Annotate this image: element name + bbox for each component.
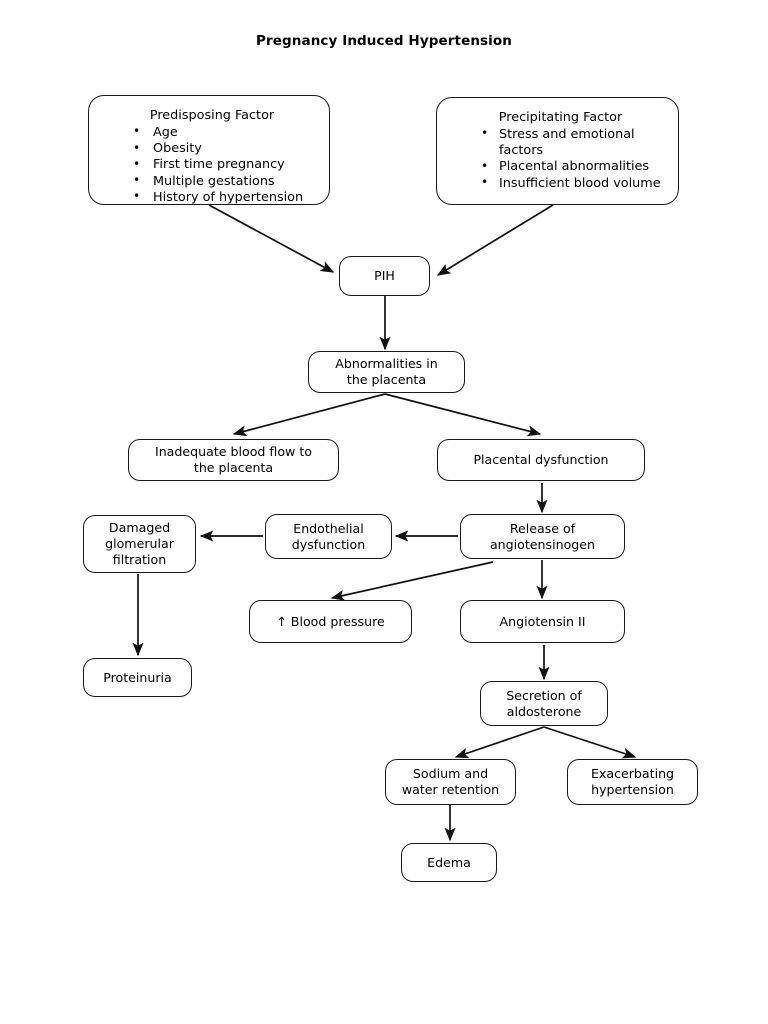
list-item: Placental abnormalities xyxy=(447,159,668,175)
node-endothelial-dysfunction-label: Endothelial dysfunction xyxy=(291,520,366,552)
node-pih-label: PIH xyxy=(374,268,395,284)
edge-abnormalities-to-inadequate-flow xyxy=(232,393,386,437)
node-inadequate-blood-flow[interactable]: Inadequate blood flow to the placenta xyxy=(128,439,339,481)
node-precipitating-factor[interactable]: Precipitating Factor Stress and emotiona… xyxy=(436,97,679,205)
edge-secretion-to-sodium-water xyxy=(454,726,545,759)
node-sodium-water-retention-label: Sodium and water retention xyxy=(401,766,500,797)
precipitating-factor-heading: Precipitating Factor xyxy=(498,110,623,125)
predisposing-factor-list: Age Obesity First time pregnancy Multipl… xyxy=(99,124,319,206)
list-item: Obesity xyxy=(99,141,319,157)
node-secretion-aldosterone-label: Secretion of aldosterone xyxy=(506,687,582,719)
edge-precipitating-to-pih xyxy=(436,204,554,276)
list-item: Insufficient blood volume xyxy=(447,175,668,192)
edge-release-to-blood-pressure xyxy=(330,561,494,601)
page-title: Pregnancy Induced Hypertension xyxy=(256,33,512,49)
node-proteinuria-label: Proteinuria xyxy=(103,669,172,685)
node-angiotensin-ii[interactable]: Angiotensin II xyxy=(460,600,625,643)
list-item: History of hypertension xyxy=(99,189,319,206)
list-item: Multiple gestations xyxy=(99,173,319,190)
node-inadequate-blood-flow-label: Inadequate blood flow to the placenta xyxy=(154,444,313,475)
node-blood-pressure-label: ↑ Blood pressure xyxy=(276,613,385,629)
node-edema-label: Edema xyxy=(427,854,471,870)
node-placental-dysfunction-label: Placental dysfunction xyxy=(473,452,609,468)
node-pih[interactable]: PIH xyxy=(339,256,430,296)
node-damaged-glomerular-filtration-label: Damaged glomerular filtration xyxy=(105,520,174,567)
node-release-angiotensinogen[interactable]: Release of angiotensinogen xyxy=(460,514,625,559)
list-item: First time pregnancy xyxy=(99,157,319,173)
node-abnormalities-placenta-label: Abnormalities in the placenta xyxy=(335,356,438,387)
node-release-angiotensinogen-label: Release of angiotensinogen xyxy=(489,520,596,552)
edge-predisposing-to-pih xyxy=(208,204,335,273)
node-endothelial-dysfunction[interactable]: Endothelial dysfunction xyxy=(265,514,392,559)
predisposing-factor-heading: Predisposing Factor xyxy=(149,108,275,123)
node-placental-dysfunction[interactable]: Placental dysfunction xyxy=(437,439,645,481)
precipitating-factor-list: Stress and emotional factors Placental a… xyxy=(447,126,668,192)
node-blood-pressure[interactable]: ↑ Blood pressure xyxy=(249,600,412,643)
node-exacerbating-hypertension-label: Exacerbating hypertension xyxy=(590,766,675,797)
edge-secretion-to-exacerbating xyxy=(543,726,637,759)
list-item: Age xyxy=(99,124,319,141)
node-abnormalities-placenta[interactable]: Abnormalities in the placenta xyxy=(308,351,465,393)
node-predisposing-factor[interactable]: Predisposing Factor Age Obesity First ti… xyxy=(88,95,330,205)
node-damaged-glomerular-filtration[interactable]: Damaged glomerular filtration xyxy=(83,515,196,573)
node-secretion-aldosterone[interactable]: Secretion of aldosterone xyxy=(480,681,608,726)
node-edema[interactable]: Edema xyxy=(401,843,497,882)
node-exacerbating-hypertension[interactable]: Exacerbating hypertension xyxy=(567,759,698,805)
edge-abnormalities-to-placental-dysfunction xyxy=(384,393,542,437)
node-proteinuria[interactable]: Proteinuria xyxy=(83,658,192,697)
list-item: Stress and emotional factors xyxy=(447,126,668,160)
node-angiotensin-ii-label: Angiotensin II xyxy=(499,613,586,629)
node-sodium-water-retention[interactable]: Sodium and water retention xyxy=(385,759,516,805)
